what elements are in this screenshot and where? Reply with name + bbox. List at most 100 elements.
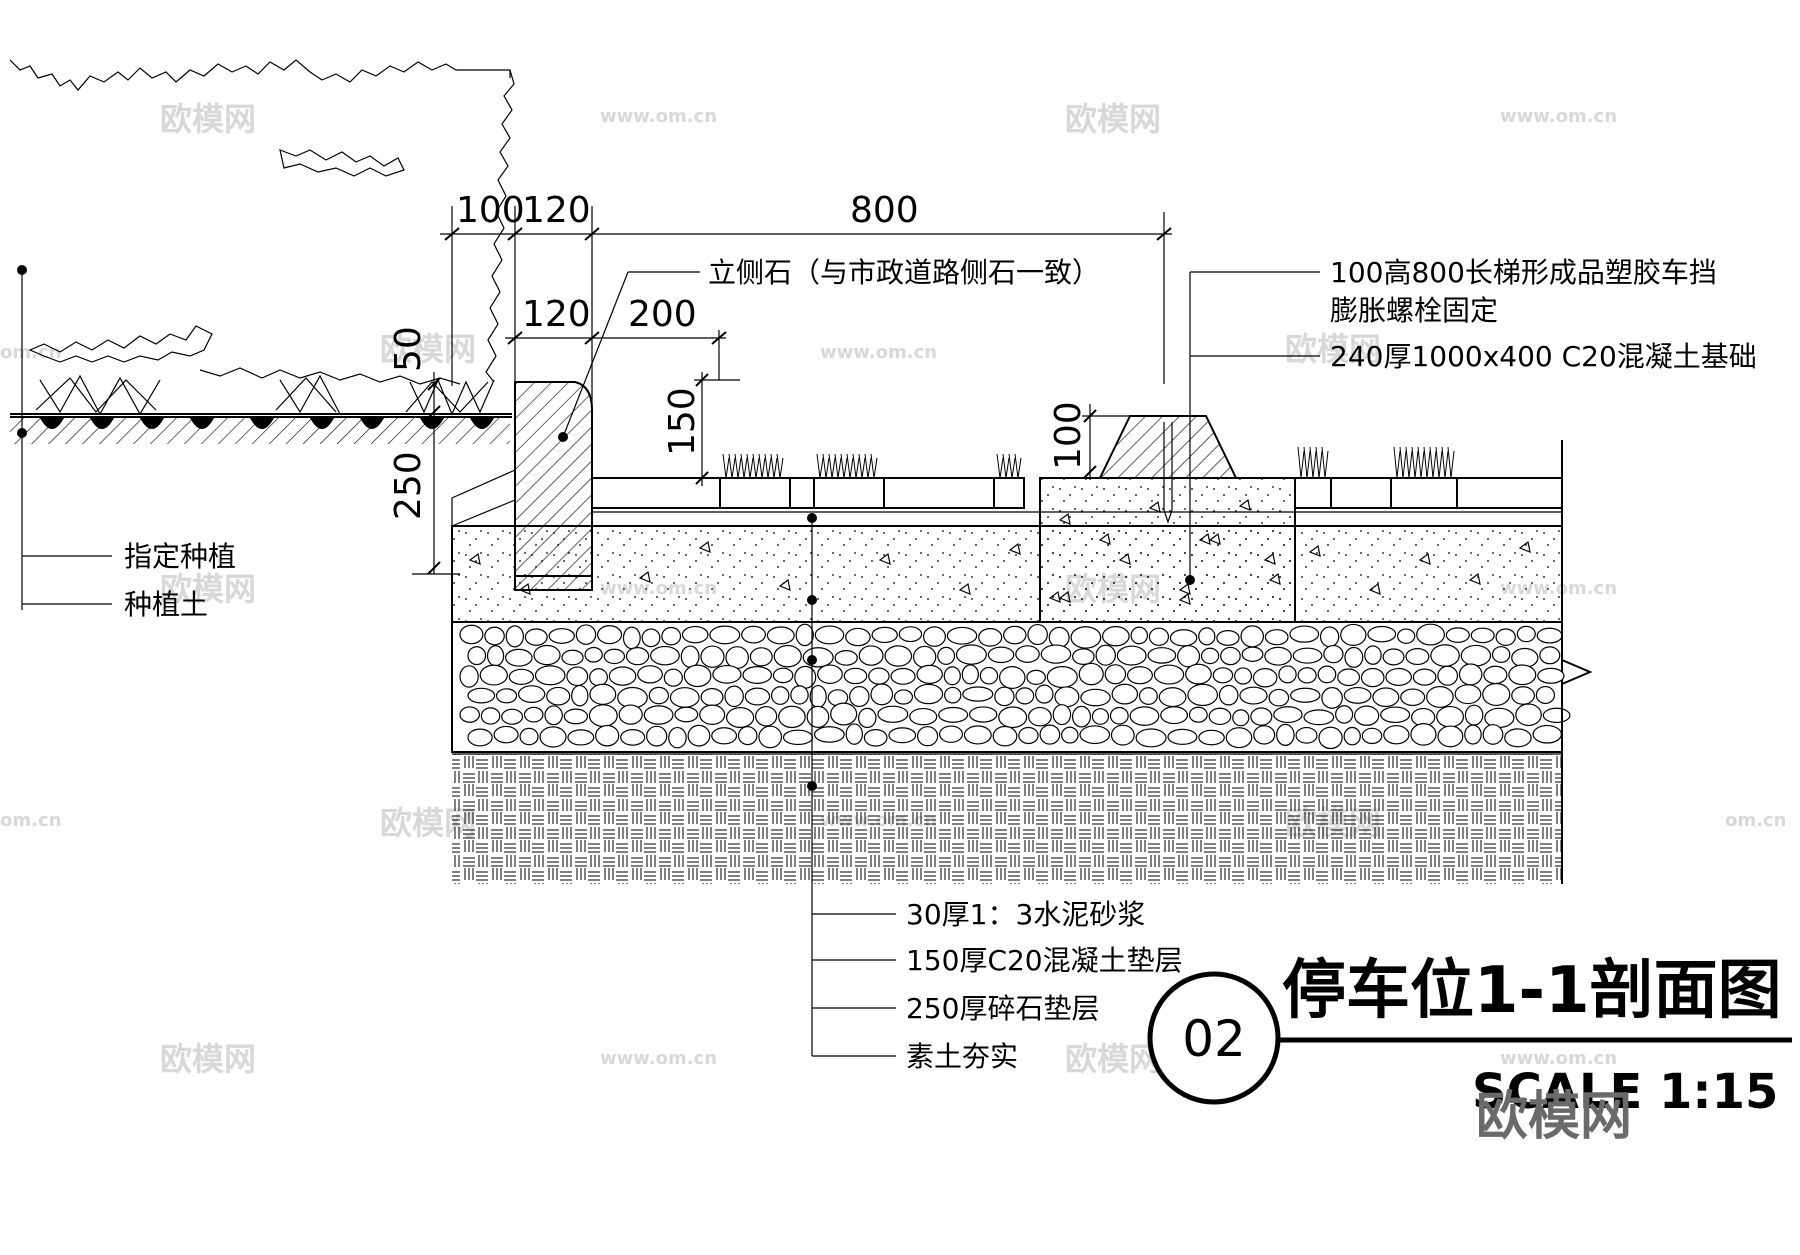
- gravel-stone: [1003, 625, 1027, 645]
- gravel-stone: [778, 705, 806, 729]
- grass-blade: [846, 453, 854, 479]
- gravel-stone: [1102, 626, 1130, 647]
- gravel-stone: [524, 628, 548, 646]
- gravel-stone: [1400, 688, 1426, 707]
- watermark-url: www.om.cn: [600, 106, 717, 127]
- gravel-stone: [772, 667, 794, 684]
- gravel-stone: [648, 686, 670, 705]
- watermark-url: www.om.cn: [820, 342, 937, 363]
- grass-blade: [864, 453, 872, 479]
- gravel-stone: [1138, 687, 1158, 705]
- gravel-stone: [1185, 663, 1212, 685]
- gravel-stone: [571, 684, 589, 707]
- gravel-stone: [1396, 628, 1416, 644]
- gravel-stone: [845, 627, 871, 647]
- grass-blade: [996, 453, 1004, 479]
- curb-stone: [451, 381, 593, 591]
- title-block: 02 停车位1-1剖面图 SCALE 1:15 欧模网: [1147, 954, 1792, 1147]
- gravel-stones: [459, 623, 1571, 750]
- gravel-stone: [519, 727, 539, 746]
- gravel-stone: [709, 625, 741, 645]
- gravel-stone: [1318, 726, 1343, 750]
- compacted-soil-layer: [452, 754, 1562, 884]
- gravel-stone: [1454, 684, 1482, 705]
- watermark-logo: 欧模网: [1065, 1040, 1161, 1078]
- gravel-stone: [1079, 725, 1111, 745]
- gravel-stone: [467, 687, 496, 704]
- grass-blade: [1417, 446, 1425, 479]
- gravel-stone: [943, 666, 961, 686]
- gravel-stone: [1078, 662, 1104, 686]
- gravel-stone: [1153, 664, 1185, 685]
- paver-surface: [591, 446, 1563, 509]
- gravel-stone: [1148, 627, 1170, 646]
- gravel-stone: [1040, 644, 1072, 664]
- gravel-stone: [994, 686, 1015, 707]
- gravel-stone: [533, 644, 561, 666]
- gravel-stone: [898, 626, 923, 643]
- grass-blade: [816, 453, 824, 479]
- gravel-stone: [687, 724, 711, 747]
- gravel-stone: [618, 704, 643, 725]
- gravel-stone: [943, 686, 962, 704]
- gravel-stone: [741, 625, 766, 644]
- gravel-stone: [1035, 684, 1054, 704]
- grass-blade: [1321, 446, 1329, 479]
- gravel-stone: [1039, 724, 1061, 745]
- grass-blade: [1303, 446, 1311, 479]
- gravel-stone: [563, 708, 589, 725]
- gravel-stone: [1241, 646, 1264, 662]
- gravel-stone: [1343, 726, 1361, 746]
- gravel-stone: [495, 688, 518, 704]
- gravel-stone: [668, 726, 687, 749]
- break-line: [1561, 440, 1593, 884]
- gravel-stone: [877, 705, 909, 723]
- grass-cell: [719, 477, 791, 509]
- gravel-stone: [868, 667, 890, 685]
- gravel-stone: [1028, 706, 1052, 727]
- gravel-stone: [595, 724, 620, 747]
- dim-100-stop: 100: [1048, 401, 1089, 470]
- gravel-stone: [486, 645, 505, 667]
- gravel-stone: [1323, 644, 1344, 664]
- gravel-stone: [1091, 708, 1110, 725]
- planting-zone: 指定种植 种植土: [10, 265, 512, 621]
- gravel-stone: [1070, 626, 1102, 649]
- gravel-stone: [1437, 665, 1459, 686]
- dim-120-top: 120: [522, 190, 591, 231]
- gravel-stone: [467, 646, 487, 666]
- gravel-stone: [1130, 626, 1149, 645]
- gravel-stone: [1232, 709, 1250, 727]
- gravel-stone: [1278, 665, 1297, 684]
- gravel-stone: [1412, 668, 1437, 686]
- gravel-stone: [663, 668, 683, 687]
- gravel-stone: [1484, 707, 1515, 729]
- gravel-stone: [1200, 647, 1220, 665]
- gravel-stone: [1319, 626, 1340, 648]
- gravel-stone: [817, 664, 843, 684]
- gravel-stone: [548, 628, 575, 644]
- grass-blade: [758, 453, 766, 479]
- gravel-stone: [871, 626, 898, 644]
- grass-cell: [1294, 477, 1332, 509]
- gravel-stone: [459, 706, 480, 723]
- watermark-url: om.cn: [1725, 810, 1786, 831]
- grass-cell: [813, 477, 885, 509]
- gravel-stone: [1225, 727, 1253, 749]
- gravel-stone: [1289, 625, 1320, 643]
- gravel-stone: [1537, 667, 1565, 684]
- dim-800: 800: [850, 190, 919, 231]
- gravel-stone: [939, 725, 964, 743]
- gravel-stone: [505, 648, 533, 667]
- grass-blade: [746, 453, 754, 479]
- watermark-logo: 欧模网: [160, 1040, 256, 1078]
- gravel-stone: [467, 728, 493, 747]
- grass-blade: [840, 453, 848, 479]
- gravel-stone: [1046, 666, 1078, 688]
- gravel-stone: [1340, 623, 1367, 646]
- gravel-stone: [1535, 685, 1556, 705]
- gravel-stone: [534, 665, 566, 686]
- gravel-stone: [700, 688, 724, 707]
- gravel-stone: [912, 645, 937, 669]
- gravel-stone: [681, 625, 709, 644]
